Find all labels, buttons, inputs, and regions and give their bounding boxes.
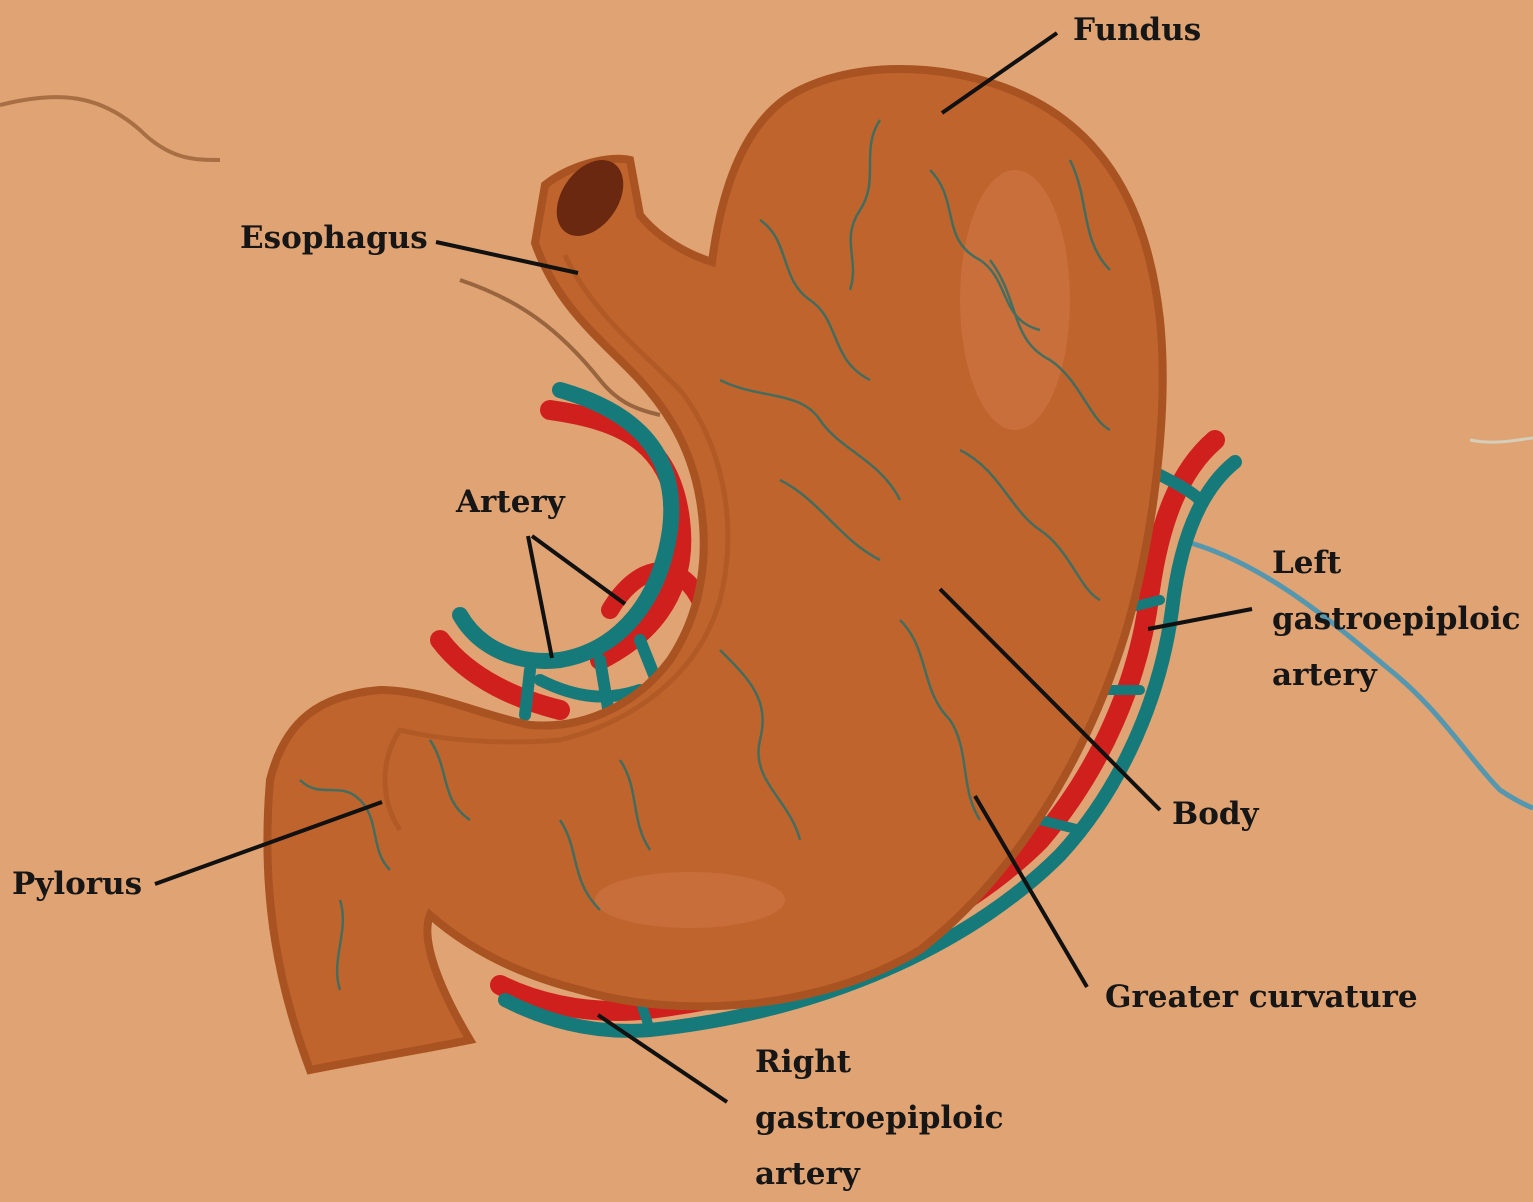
body-label: Body bbox=[1172, 786, 1259, 842]
artery-leader-2 bbox=[532, 536, 625, 604]
greater-curvature-label: Greater curvature bbox=[1105, 969, 1418, 1025]
esophagus-label: Esophagus bbox=[240, 210, 428, 266]
right-gastroepiploic-artery-label: Right gastroepiploic artery bbox=[755, 1034, 1004, 1202]
artery-label: Artery bbox=[456, 474, 565, 530]
left-gastroepiploic-line-3: artery bbox=[1272, 647, 1521, 703]
left-gastroepiploic-line-1: Left bbox=[1272, 535, 1521, 591]
left-gastroepiploic-leader bbox=[1148, 609, 1252, 629]
artery-leader-1 bbox=[528, 536, 552, 658]
fundus-label: Fundus bbox=[1073, 2, 1201, 58]
left-gastroepiploic-line-2: gastroepiploic bbox=[1272, 591, 1521, 647]
left-gastroepiploic-artery-label: Left gastroepiploic artery bbox=[1272, 535, 1521, 703]
pylorus-label: Pylorus bbox=[12, 856, 142, 912]
right-gastroepiploic-line-2: gastroepiploic bbox=[755, 1090, 1004, 1146]
right-gastroepiploic-line-3: artery bbox=[755, 1146, 1004, 1202]
right-gastroepiploic-line-1: Right bbox=[755, 1034, 1004, 1090]
